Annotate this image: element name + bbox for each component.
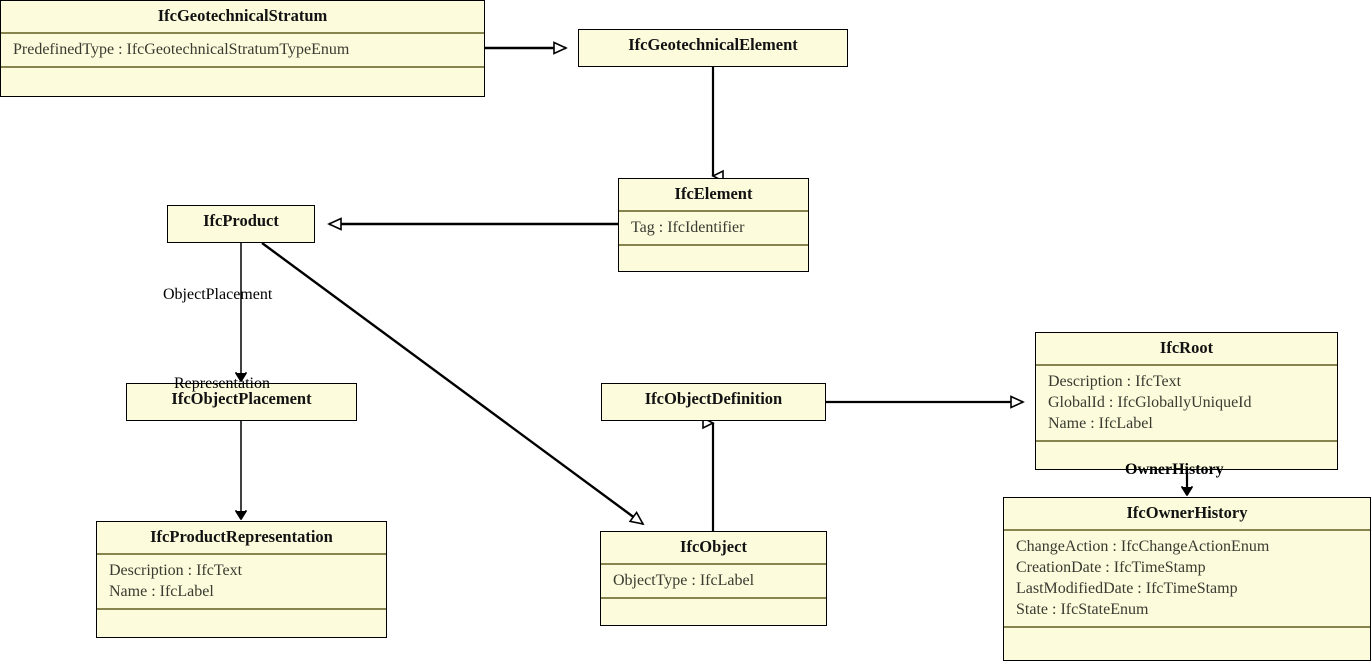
class-box-ifcproductrepresentation[interactable]: IfcProductRepresentation Description : I… — [96, 521, 387, 638]
attribute-row: State : IfcStateEnum — [1016, 601, 1149, 619]
edge-label-objectplacement: ObjectPlacement — [163, 286, 273, 303]
class-operations — [619, 246, 808, 266]
edge-label-ownerhistory: OwnerHistory — [1125, 461, 1224, 478]
class-operations — [97, 610, 386, 630]
compartment-separator — [97, 552, 386, 555]
attribute-row: LastModifiedDate : IfcTimeStamp — [1016, 580, 1238, 598]
class-title: IfcRoot — [1159, 338, 1214, 357]
class-title: IfcProductRepresentation — [150, 527, 333, 546]
compartment-separator — [1004, 626, 1370, 629]
class-operations — [1, 68, 484, 88]
class-title: IfcGeotechnicalElement — [628, 35, 798, 54]
compartment-separator — [619, 209, 808, 212]
class-title: IfcGeotechnicalStratum — [157, 6, 328, 25]
compartment-separator — [1004, 528, 1370, 531]
compartment-separator — [1036, 440, 1337, 443]
attribute-row: CreationDate : IfcTimeStamp — [1016, 559, 1206, 577]
attribute-row: PredefinedType : IfcGeotechnicalStratumT… — [13, 40, 350, 58]
compartment-separator — [1036, 363, 1337, 366]
class-operations — [1004, 628, 1370, 648]
class-attributes: Description : IfcText Name : IfcLabel — [97, 555, 386, 608]
attribute-row: Name : IfcLabel — [1048, 415, 1153, 433]
compartment-separator — [619, 244, 808, 247]
attribute-row: GlobalId : IfcGloballyUniqueId — [1048, 394, 1252, 412]
class-title: IfcElement — [674, 184, 753, 203]
attribute-row: ObjectType : IfcLabel — [613, 571, 755, 589]
class-box-ifcownerhistory[interactable]: IfcOwnerHistory ChangeAction : IfcChange… — [1003, 497, 1371, 661]
compartment-separator — [1, 31, 484, 34]
class-attributes: Description : IfcText GlobalId : IfcGlob… — [1036, 366, 1337, 440]
compartment-separator — [601, 562, 826, 565]
compartment-separator — [601, 597, 826, 600]
attribute-row: Description : IfcText — [109, 561, 243, 579]
class-box-ifcproduct[interactable]: IfcProduct — [167, 205, 315, 243]
attribute-row: ChangeAction : IfcChangeActionEnum — [1016, 537, 1270, 555]
class-box-ifcelement[interactable]: IfcElement Tag : IfcIdentifier — [618, 178, 809, 272]
class-box-ifcobjectdefinition[interactable]: IfcObjectDefinition — [601, 383, 826, 421]
class-title: IfcOwnerHistory — [1126, 503, 1248, 522]
class-box-ifcgeotechnicalstratum[interactable]: IfcGeotechnicalStratum PredefinedType : … — [0, 0, 485, 97]
attribute-row: Name : IfcLabel — [109, 583, 214, 601]
class-attributes: PredefinedType : IfcGeotechnicalStratumT… — [1, 34, 484, 66]
class-attributes: ObjectType : IfcLabel — [601, 565, 826, 597]
class-box-ifcobject[interactable]: IfcObject ObjectType : IfcLabel — [600, 531, 827, 626]
class-operations — [601, 599, 826, 619]
edge-label-representation: Representation — [174, 375, 270, 392]
class-title: IfcProduct — [203, 211, 279, 230]
class-attributes: Tag : IfcIdentifier — [619, 212, 808, 244]
attribute-row: Tag : IfcIdentifier — [631, 218, 745, 236]
class-title: IfcObject — [680, 537, 747, 556]
compartment-separator — [97, 608, 386, 611]
class-title: IfcObjectDefinition — [644, 389, 783, 408]
class-box-ifcroot[interactable]: IfcRoot Description : IfcText GlobalId :… — [1035, 332, 1338, 470]
attribute-row: Description : IfcText — [1048, 372, 1182, 390]
compartment-separator — [1, 66, 484, 69]
class-box-ifcgeotechnicalelement[interactable]: IfcGeotechnicalElement — [578, 29, 848, 67]
class-attributes: ChangeAction : IfcChangeActionEnum Creat… — [1004, 531, 1370, 626]
class-operations — [1036, 442, 1337, 462]
